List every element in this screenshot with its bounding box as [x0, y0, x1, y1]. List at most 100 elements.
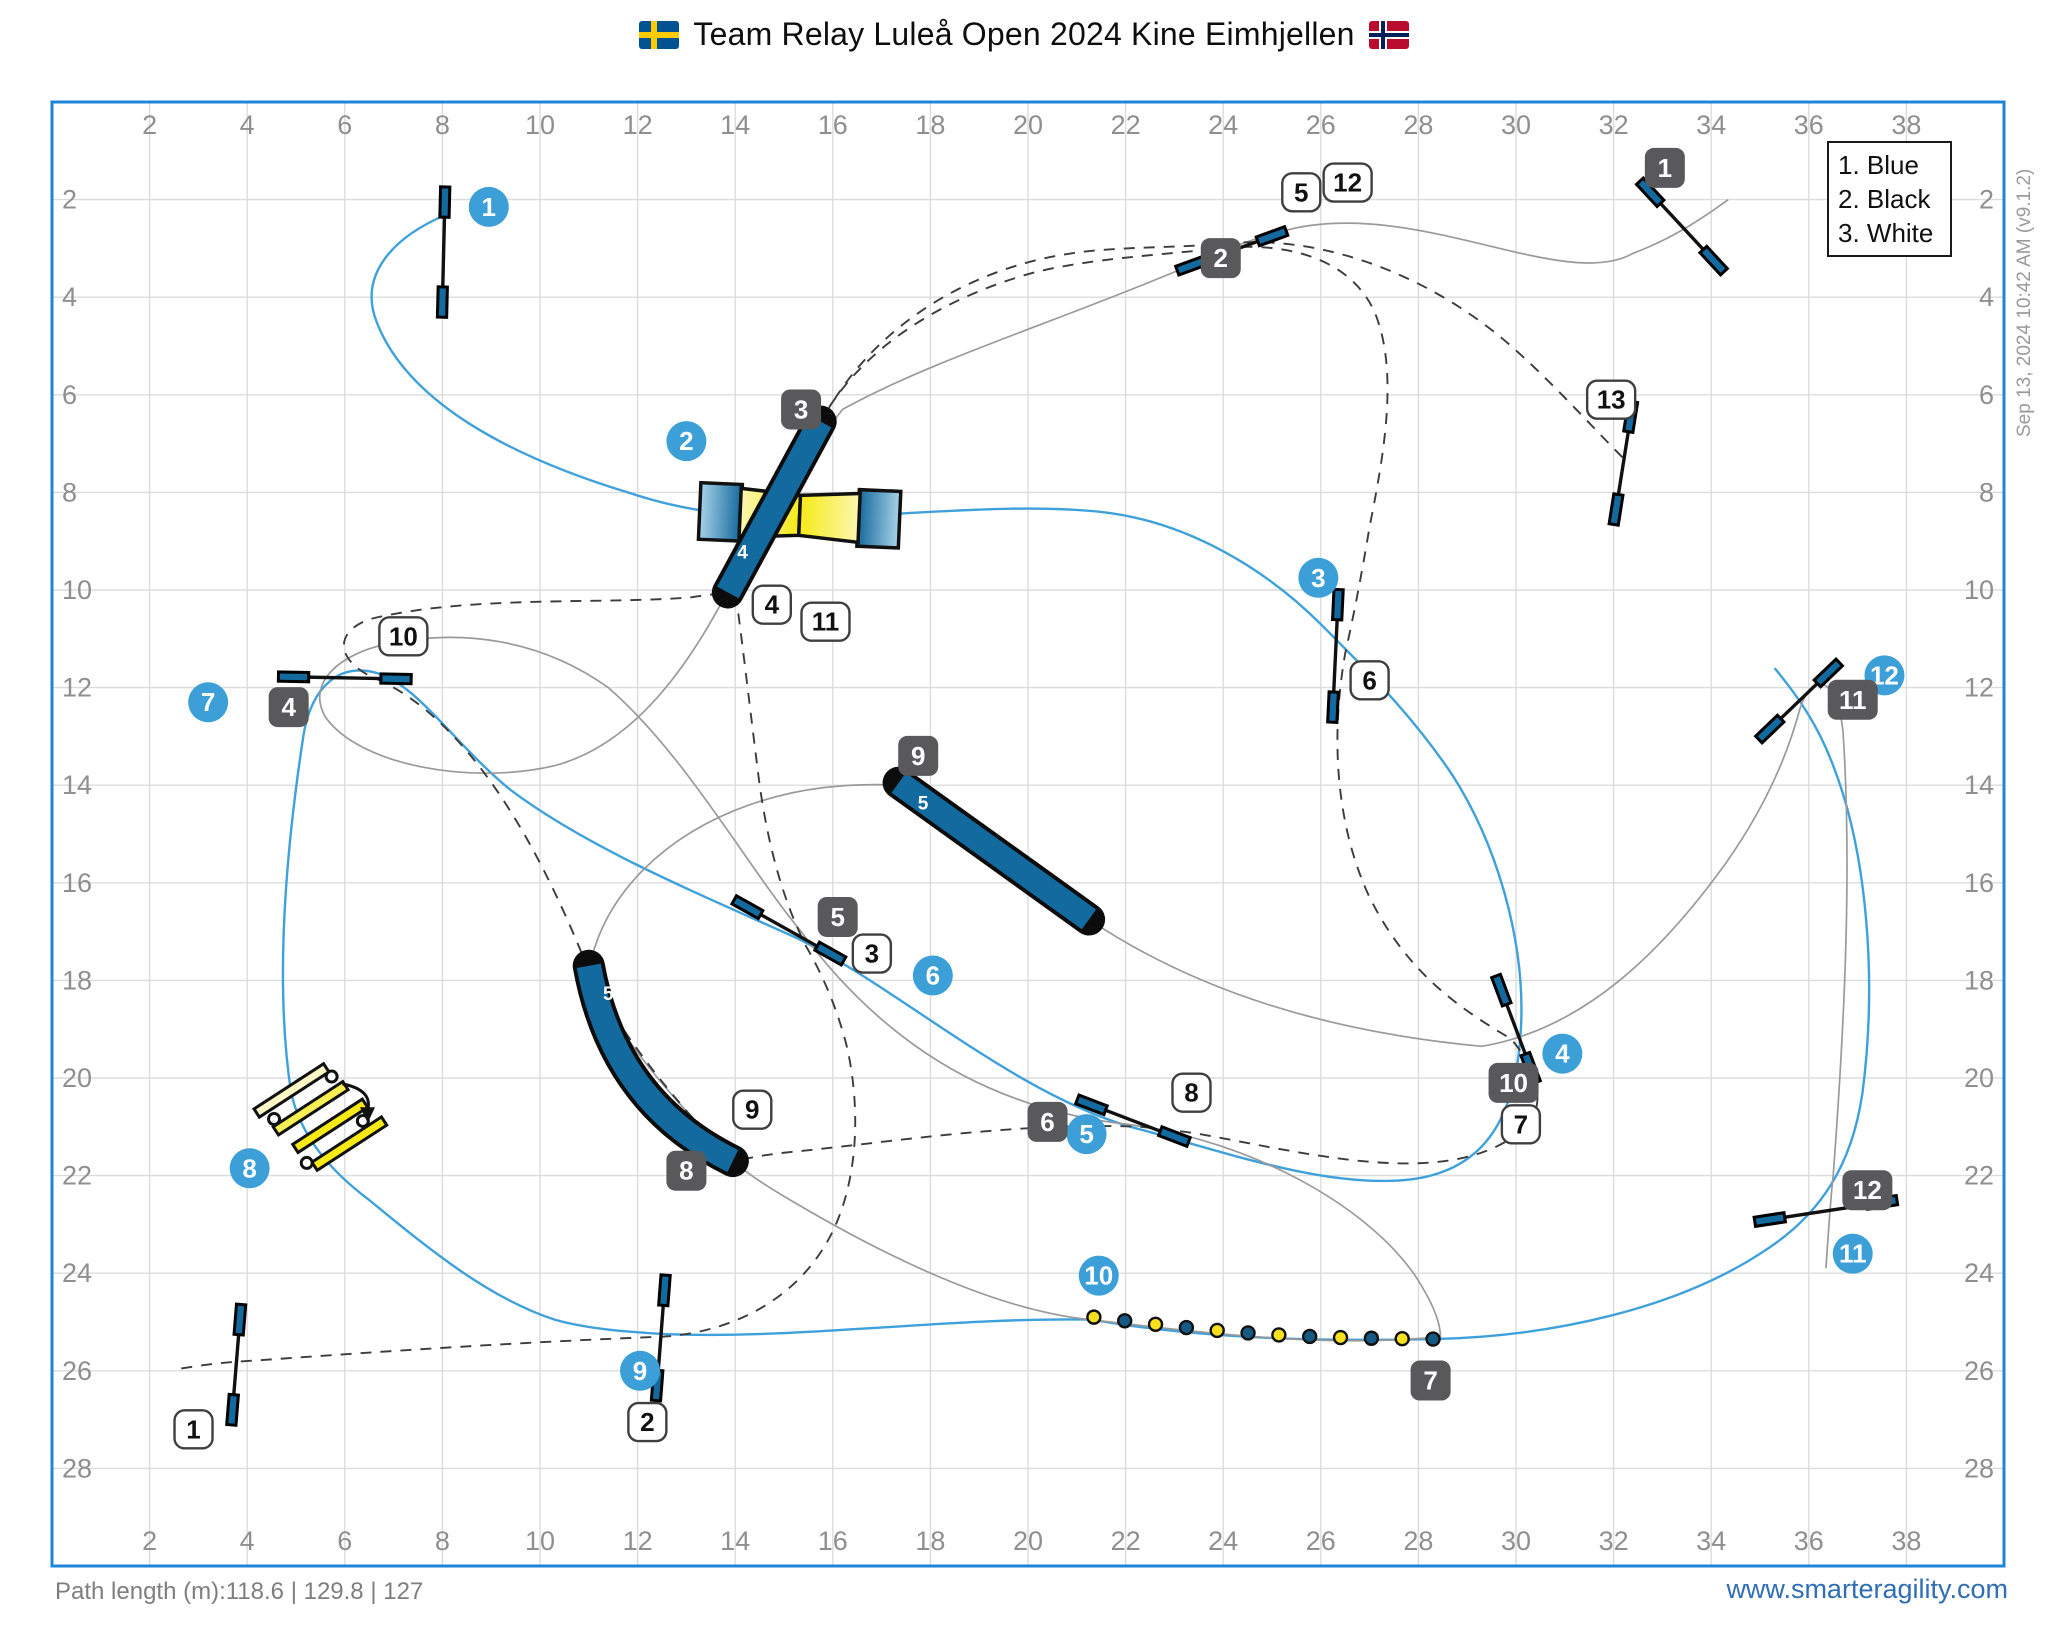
- marker-black-5: [817, 896, 858, 937]
- page-title-row: Team Relay Luleå Open 2024 Kine Eimhjell…: [0, 16, 2048, 53]
- axis-label-bottom: 4: [240, 1526, 255, 1556]
- axis-label-right: 10: [1964, 575, 1994, 605]
- axis-label-top: 36: [1794, 110, 1824, 140]
- jump-black-5-wing: [812, 940, 848, 968]
- marker-black-label-10: 10: [1499, 1068, 1528, 1098]
- marker-white-label-11: 11: [812, 607, 840, 637]
- marker-white-label-7: 7: [1514, 1109, 1528, 1139]
- long-jump-plank: [309, 1114, 389, 1173]
- long-jump-plank: [251, 1061, 332, 1120]
- timestamp-watermark: Sep 13, 2024 10:42 AM (v9.1.2): [2014, 168, 2035, 437]
- course-legend: 1. Blue 2. Black 3. White: [1827, 141, 1952, 257]
- marker-black-label-3: 3: [794, 394, 808, 424]
- axis-label-top: 28: [1403, 110, 1433, 140]
- marker-black-label-4: 4: [281, 692, 296, 722]
- axis-label-top: 22: [1111, 110, 1141, 140]
- weave-pole: [1086, 1309, 1102, 1325]
- weave-pole: [1117, 1313, 1133, 1329]
- axis-label-bottom: 36: [1794, 1526, 1824, 1556]
- jump-black-4-wing: [379, 672, 413, 686]
- marker-white-7: [1500, 1104, 1542, 1145]
- weave-pole: [1209, 1322, 1225, 1339]
- jump-white-1-wing-rect: [225, 1392, 241, 1427]
- marker-white-label-5: 5: [1294, 177, 1308, 207]
- jump-blue-3-wing: [1330, 587, 1345, 622]
- tunnel-long: [891, 772, 1097, 930]
- axis-label-bottom: 30: [1501, 1526, 1531, 1556]
- jump-black-1-wing-rect: [1634, 175, 1667, 209]
- legend-item-blue: 1. Blue: [1838, 150, 1919, 180]
- jump-black-1-wing: [1634, 175, 1667, 209]
- marker-white-label-1: 1: [186, 1414, 200, 1444]
- axis-label-right: 18: [1964, 965, 1994, 995]
- jump-black-11-wing: [1812, 657, 1845, 689]
- marker-blue-label-9: 9: [633, 1356, 647, 1386]
- marker-white-6: [1349, 660, 1390, 701]
- axis-label-top: 32: [1599, 110, 1629, 140]
- tunnel-long-printed-number: 5: [918, 794, 929, 815]
- marker-white-8: [1171, 1072, 1212, 1113]
- jump-black-4-wing-rect: [276, 670, 311, 684]
- marker-blue-2: [666, 421, 707, 462]
- marker-blue-label-5: 5: [1079, 1119, 1093, 1149]
- axis-label-bottom: 34: [1696, 1526, 1726, 1556]
- axis-label-bottom: 10: [525, 1526, 555, 1556]
- tunnel-curved: [576, 963, 739, 1172]
- marker-black-label-8: 8: [679, 1156, 693, 1186]
- jump-white-2-wing: [657, 1273, 672, 1308]
- axis-label-right: 28: [1964, 1453, 1994, 1483]
- jump-blue-1-wing-rect: [438, 185, 452, 219]
- marker-blue-label-3: 3: [1311, 563, 1325, 593]
- marker-blue-label-10: 10: [1084, 1261, 1113, 1291]
- marker-blue-label-11: 11: [1839, 1239, 1867, 1269]
- long-jump-corner-pole: [299, 1155, 314, 1170]
- jump-blue-1-wing: [435, 285, 449, 319]
- jump-black-11-wing-rect: [1812, 657, 1845, 689]
- jump-white-1-wing: [225, 1392, 241, 1427]
- jump-blue-4-wing: [1489, 972, 1513, 1008]
- path-length-label: Path length (m):118.6 | 129.8 | 127: [55, 1578, 424, 1605]
- website-link[interactable]: www.smarteragility.com: [1726, 1574, 2008, 1604]
- marker-white-10: [378, 616, 429, 657]
- axis-label-bottom: 26: [1306, 1526, 1336, 1556]
- marker-black-11: [1827, 679, 1878, 720]
- axis-label-left: 12: [62, 673, 92, 703]
- marker-blue-8: [229, 1148, 270, 1189]
- jump-blue-3-wing-rect: [1330, 587, 1345, 622]
- swedish-flag-icon: [639, 20, 680, 49]
- axis-label-left: 24: [62, 1258, 92, 1288]
- marker-white-label-13: 13: [1597, 385, 1626, 415]
- path-blue-course: [281, 213, 1871, 1342]
- norwegian-flag-icon: [1368, 20, 1409, 49]
- long-jump-arrowhead: [359, 1107, 376, 1123]
- wall-left-block: [696, 480, 745, 543]
- axis-label-top: 30: [1501, 110, 1531, 140]
- wall-yellow-right: [796, 491, 862, 545]
- jump-white-1-wing-rect: [232, 1302, 248, 1337]
- axis-label-bottom: 24: [1208, 1526, 1238, 1556]
- marker-white-3: [851, 933, 893, 974]
- jump-black-5-wing-rect: [729, 893, 765, 921]
- marker-blue-label-4: 4: [1555, 1039, 1570, 1069]
- axis-label-bottom: 14: [720, 1526, 750, 1556]
- field-border: [50, 100, 2006, 1568]
- long-jump-corner-pole: [324, 1069, 339, 1084]
- axis-label-top: 8: [435, 110, 450, 140]
- legend-item-white: 3. White: [1838, 218, 1934, 248]
- marker-blue-11: [1832, 1233, 1873, 1274]
- marker-white-13: [1585, 379, 1637, 420]
- axis-label-left: 26: [62, 1356, 92, 1386]
- axis-label-top: 14: [720, 110, 750, 140]
- marker-black-label-6: 6: [1040, 1107, 1054, 1137]
- axis-label-right: 8: [1979, 477, 1994, 507]
- marker-blue-7: [188, 682, 229, 723]
- jump-black-4-bar: [293, 675, 397, 681]
- weave-pole: [1363, 1330, 1380, 1346]
- jump-white-13-wing-rect: [1607, 492, 1625, 527]
- jump-black-6-wing-rect: [1073, 1093, 1110, 1117]
- marker-white-12: [1322, 162, 1373, 203]
- wall-right-block: [855, 487, 903, 550]
- jump-blue-1-wing: [438, 185, 452, 219]
- jump-white-13-wing: [1607, 492, 1625, 527]
